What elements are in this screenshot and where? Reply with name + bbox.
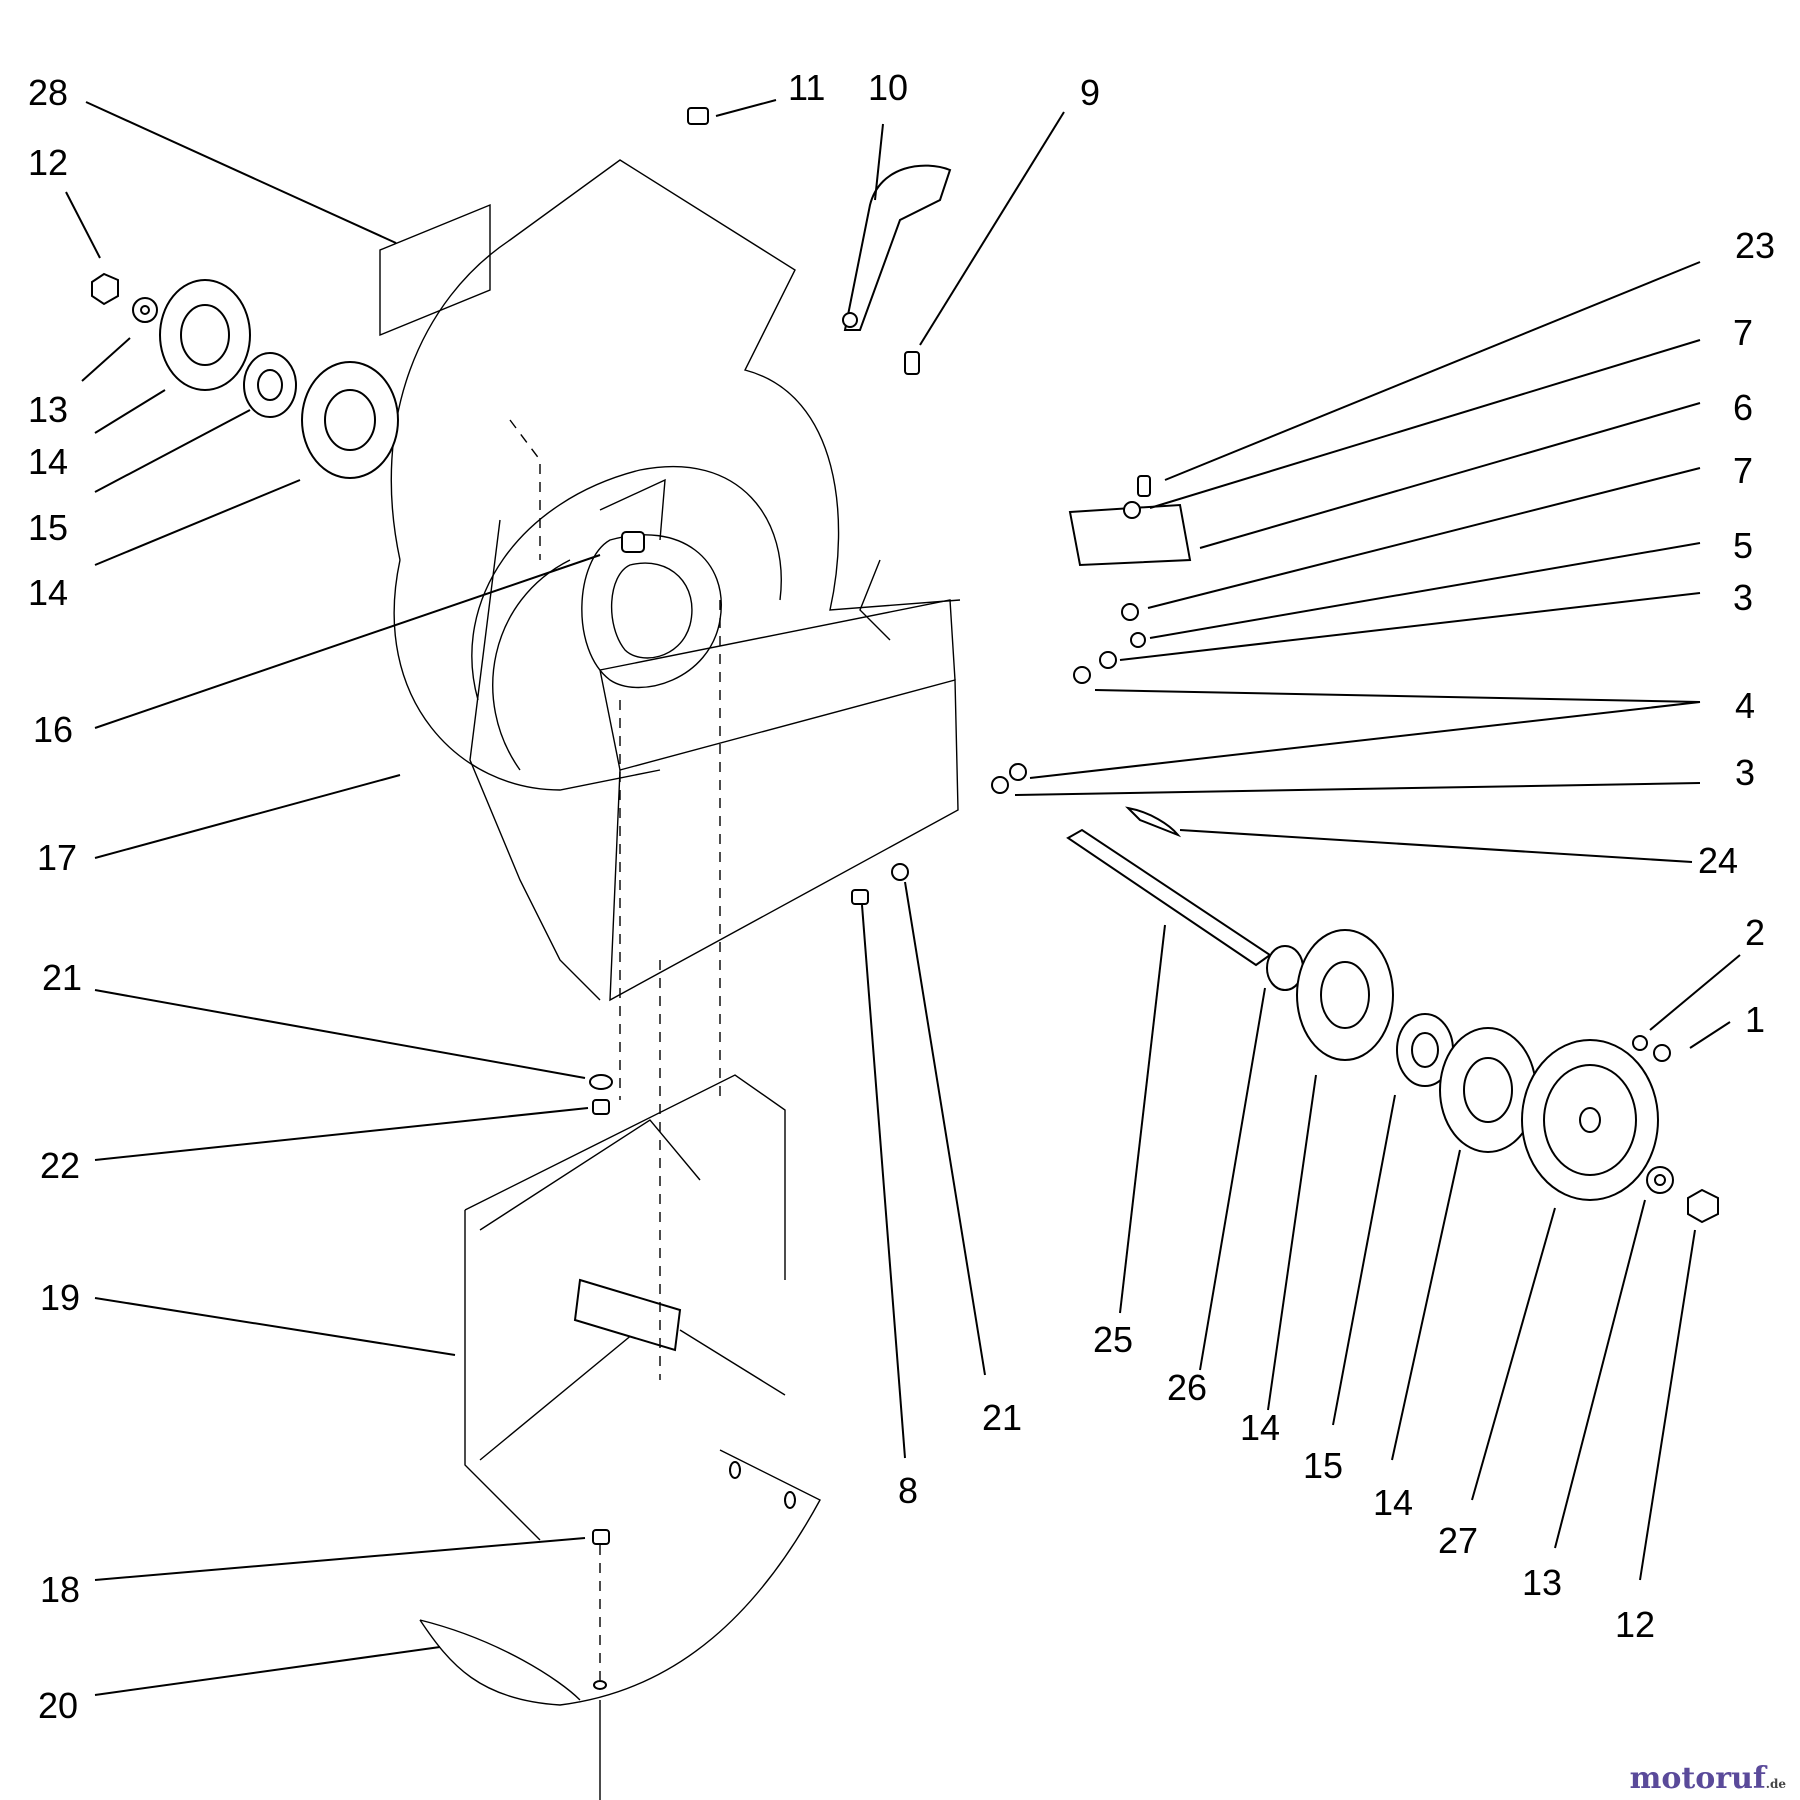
bearing-part-15b: [1396, 1013, 1454, 1087]
pulley-part-27: [1521, 1039, 1659, 1201]
callout-15: 15: [28, 507, 68, 548]
plate-part: [379, 203, 491, 337]
callout-25: 25: [1093, 1319, 1133, 1360]
nut-part-22: [592, 1099, 610, 1115]
callout-7: 7: [1733, 450, 1753, 491]
callout-8: 8: [898, 1470, 918, 1511]
callout-19: 19: [40, 1277, 80, 1318]
bolt-part-11: [687, 107, 709, 125]
washer-part-4b: [1009, 763, 1027, 781]
leader-lines: [65, 99, 1741, 1696]
callout-6: 6: [1733, 387, 1753, 428]
callout-28: 28: [28, 72, 68, 113]
flange-part-14a: [159, 279, 251, 391]
callout-14: 14: [1240, 1407, 1280, 1448]
callout-9: 9: [1080, 72, 1100, 113]
callout-14: 14: [1373, 1482, 1413, 1523]
bearing-part-15a: [243, 352, 297, 418]
screw-part-23: [1137, 475, 1151, 497]
callout-3: 3: [1735, 752, 1755, 793]
washer-part-13b: [1646, 1166, 1674, 1194]
callout-4: 4: [1735, 685, 1755, 726]
callout-21: 21: [42, 957, 82, 998]
shaft-part-25: [1066, 828, 1272, 967]
housing-part: [390, 159, 961, 1001]
callout-23: 23: [1735, 225, 1775, 266]
lever-pivot-part: [842, 312, 858, 328]
callout-15: 15: [1303, 1445, 1343, 1486]
callout-13: 13: [1522, 1562, 1562, 1603]
callout-10: 10: [868, 67, 908, 108]
callout-16: 16: [33, 709, 73, 750]
nut-part-1: [1653, 1044, 1671, 1062]
callout-12: 12: [28, 142, 68, 183]
bolt-part-16: [621, 531, 645, 553]
callout-2: 2: [1745, 912, 1765, 953]
callout-22: 22: [40, 1145, 80, 1186]
washer-part-4a: [1073, 666, 1091, 684]
callout-14: 14: [28, 572, 68, 613]
callout-5: 5: [1733, 525, 1753, 566]
callout-24: 24: [1698, 840, 1738, 881]
impeller-part-19: [464, 960, 786, 1541]
washer-part-13a: [132, 297, 158, 323]
key-part-24: [1125, 806, 1182, 838]
watermark-suffix: .de: [1765, 1777, 1786, 1791]
callout-17: 17: [37, 837, 77, 878]
nut-part-3a: [1099, 651, 1117, 669]
callout-13: 13: [28, 389, 68, 430]
callout-12: 12: [1615, 1604, 1655, 1645]
nut-part-3b: [991, 776, 1009, 794]
callouts: 28 12 13 14 15 14 11 10 9 23 7 6 7 5 3 4…: [28, 67, 1775, 1726]
callout-26: 26: [1167, 1367, 1207, 1408]
callout-14: 14: [28, 441, 68, 482]
washer-part-2: [1632, 1035, 1648, 1051]
callout-11: 11: [788, 67, 825, 108]
watermark-logo: motoruf.de: [1630, 1761, 1786, 1796]
nut-part-7a: [1123, 501, 1141, 519]
nut-part-12b: [1687, 1188, 1719, 1224]
callout-1: 1: [1745, 999, 1765, 1040]
callout-20: 20: [38, 1685, 78, 1726]
screw-part-9: [904, 351, 920, 375]
washer-part-21a: [589, 1074, 613, 1090]
chute-box-part: [599, 599, 959, 1100]
nut-part-12a: [91, 272, 119, 306]
flange-part-14d: [1439, 1027, 1537, 1153]
washer-part-21b: [891, 863, 909, 881]
callout-3: 3: [1733, 577, 1753, 618]
flange-part-14b: [301, 361, 399, 479]
scraper-part-20: [419, 1449, 821, 1800]
callout-27: 27: [1438, 1520, 1478, 1561]
callout-21: 21: [982, 1397, 1022, 1438]
lever-part: [843, 164, 952, 331]
watermark-text: motoruf: [1629, 1761, 1766, 1796]
callout-7: 7: [1733, 312, 1753, 353]
callout-18: 18: [40, 1569, 80, 1610]
clip-part-5: [1130, 632, 1146, 648]
bracket-part-6: [1068, 503, 1192, 567]
nut-part-8: [851, 889, 869, 905]
nut-part-7b: [1121, 603, 1139, 621]
flange-part-14c: [1296, 929, 1394, 1061]
